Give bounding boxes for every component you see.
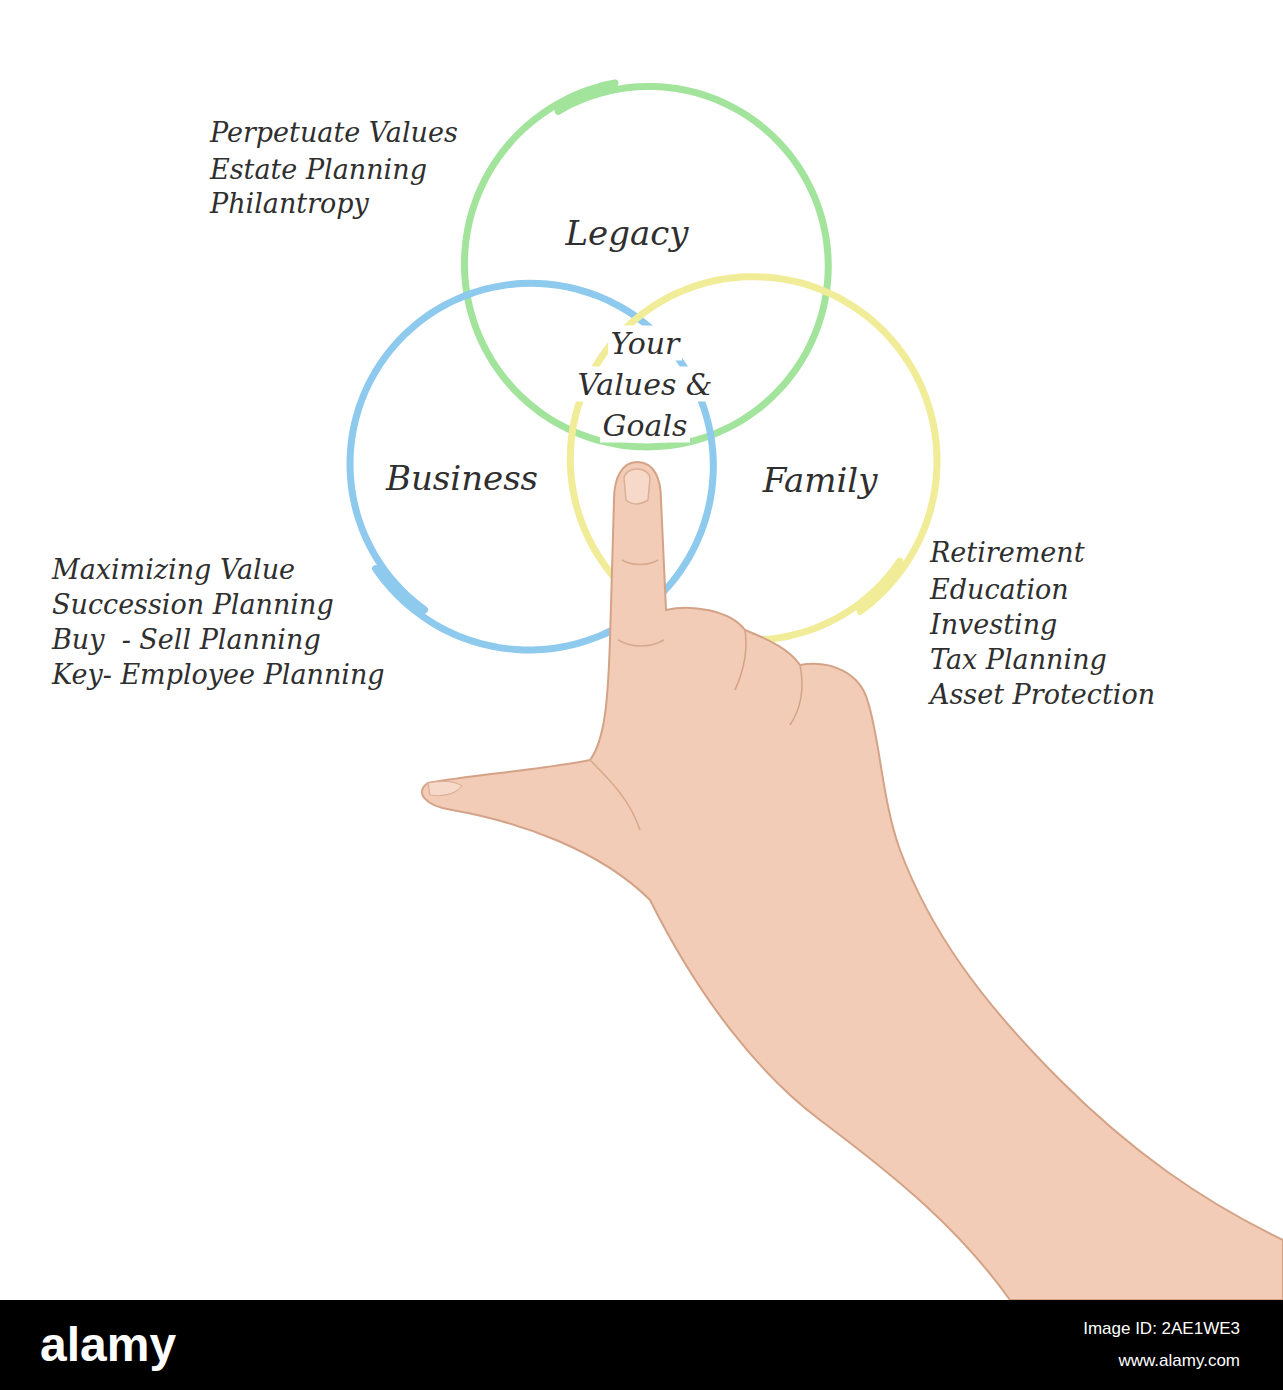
label-holder: Investing (930, 608, 1057, 642)
business-item: Buy - Sell Planning (52, 624, 321, 655)
circle-title-holder: Family (763, 460, 878, 500)
label-holder: Estate Planning (210, 153, 427, 187)
watermark-id: Image ID: 2AE1WE3 (1083, 1319, 1240, 1338)
thumb-crease (590, 760, 640, 830)
legacy-item: Perpetuate Values (210, 117, 458, 148)
watermark-bar (0, 1300, 1283, 1390)
legacy-item: Estate Planning (210, 154, 427, 185)
family-item: Education (930, 574, 1069, 605)
label-holder: Image ID: 2AE1WE3 (1083, 1318, 1240, 1339)
business-item: Succession Planning (52, 589, 334, 620)
family-item: Investing (930, 609, 1057, 640)
center-goal-text: Your Values & Goals (574, 326, 715, 443)
label-holder: Asset Protection (930, 678, 1155, 712)
label-holder: Philantropy (210, 187, 369, 221)
label-holder: Perpetuate Values (210, 116, 458, 150)
business-item: Key- Employee Planning (52, 659, 385, 690)
finger-fold (735, 630, 746, 690)
business-item: Maximizing Value (52, 554, 295, 585)
watermark-logo: alamy (40, 1318, 176, 1371)
circle-title: Business (386, 458, 538, 498)
knuckle-crease (618, 640, 664, 646)
label-holder: Education (930, 573, 1069, 607)
label-holder: www.alamy.com (1118, 1350, 1240, 1371)
legacy-item: Philantropy (210, 188, 369, 219)
circle-title: Legacy (566, 213, 689, 253)
thumb-nail (428, 781, 462, 795)
label-holder: Maximizing Value (52, 553, 295, 587)
circle-title-holder: Business (386, 458, 538, 498)
circle-title: Family (763, 460, 878, 500)
family-item: Retirement (930, 537, 1085, 568)
label-holder: Key- Employee Planning (52, 658, 385, 692)
label-holder: Succession Planning (52, 588, 334, 622)
label-holder: alamy (40, 1315, 176, 1375)
label-holder: Tax Planning (930, 643, 1107, 677)
label-holder: Buy - Sell Planning (52, 623, 321, 657)
circle-stroke (464, 83, 828, 447)
finger-nail (624, 469, 650, 504)
knuckle-crease (622, 560, 658, 565)
watermark-url: www.alamy.com (1118, 1351, 1240, 1370)
label-holder: Retirement (930, 536, 1085, 570)
circle-title-holder: Legacy (566, 213, 689, 253)
family-item: Asset Protection (930, 679, 1155, 710)
hand-shape (422, 462, 1283, 1300)
label-holder: Your Values & Goals (560, 323, 730, 446)
finger-fold (790, 665, 802, 725)
family-item: Tax Planning (930, 644, 1107, 675)
